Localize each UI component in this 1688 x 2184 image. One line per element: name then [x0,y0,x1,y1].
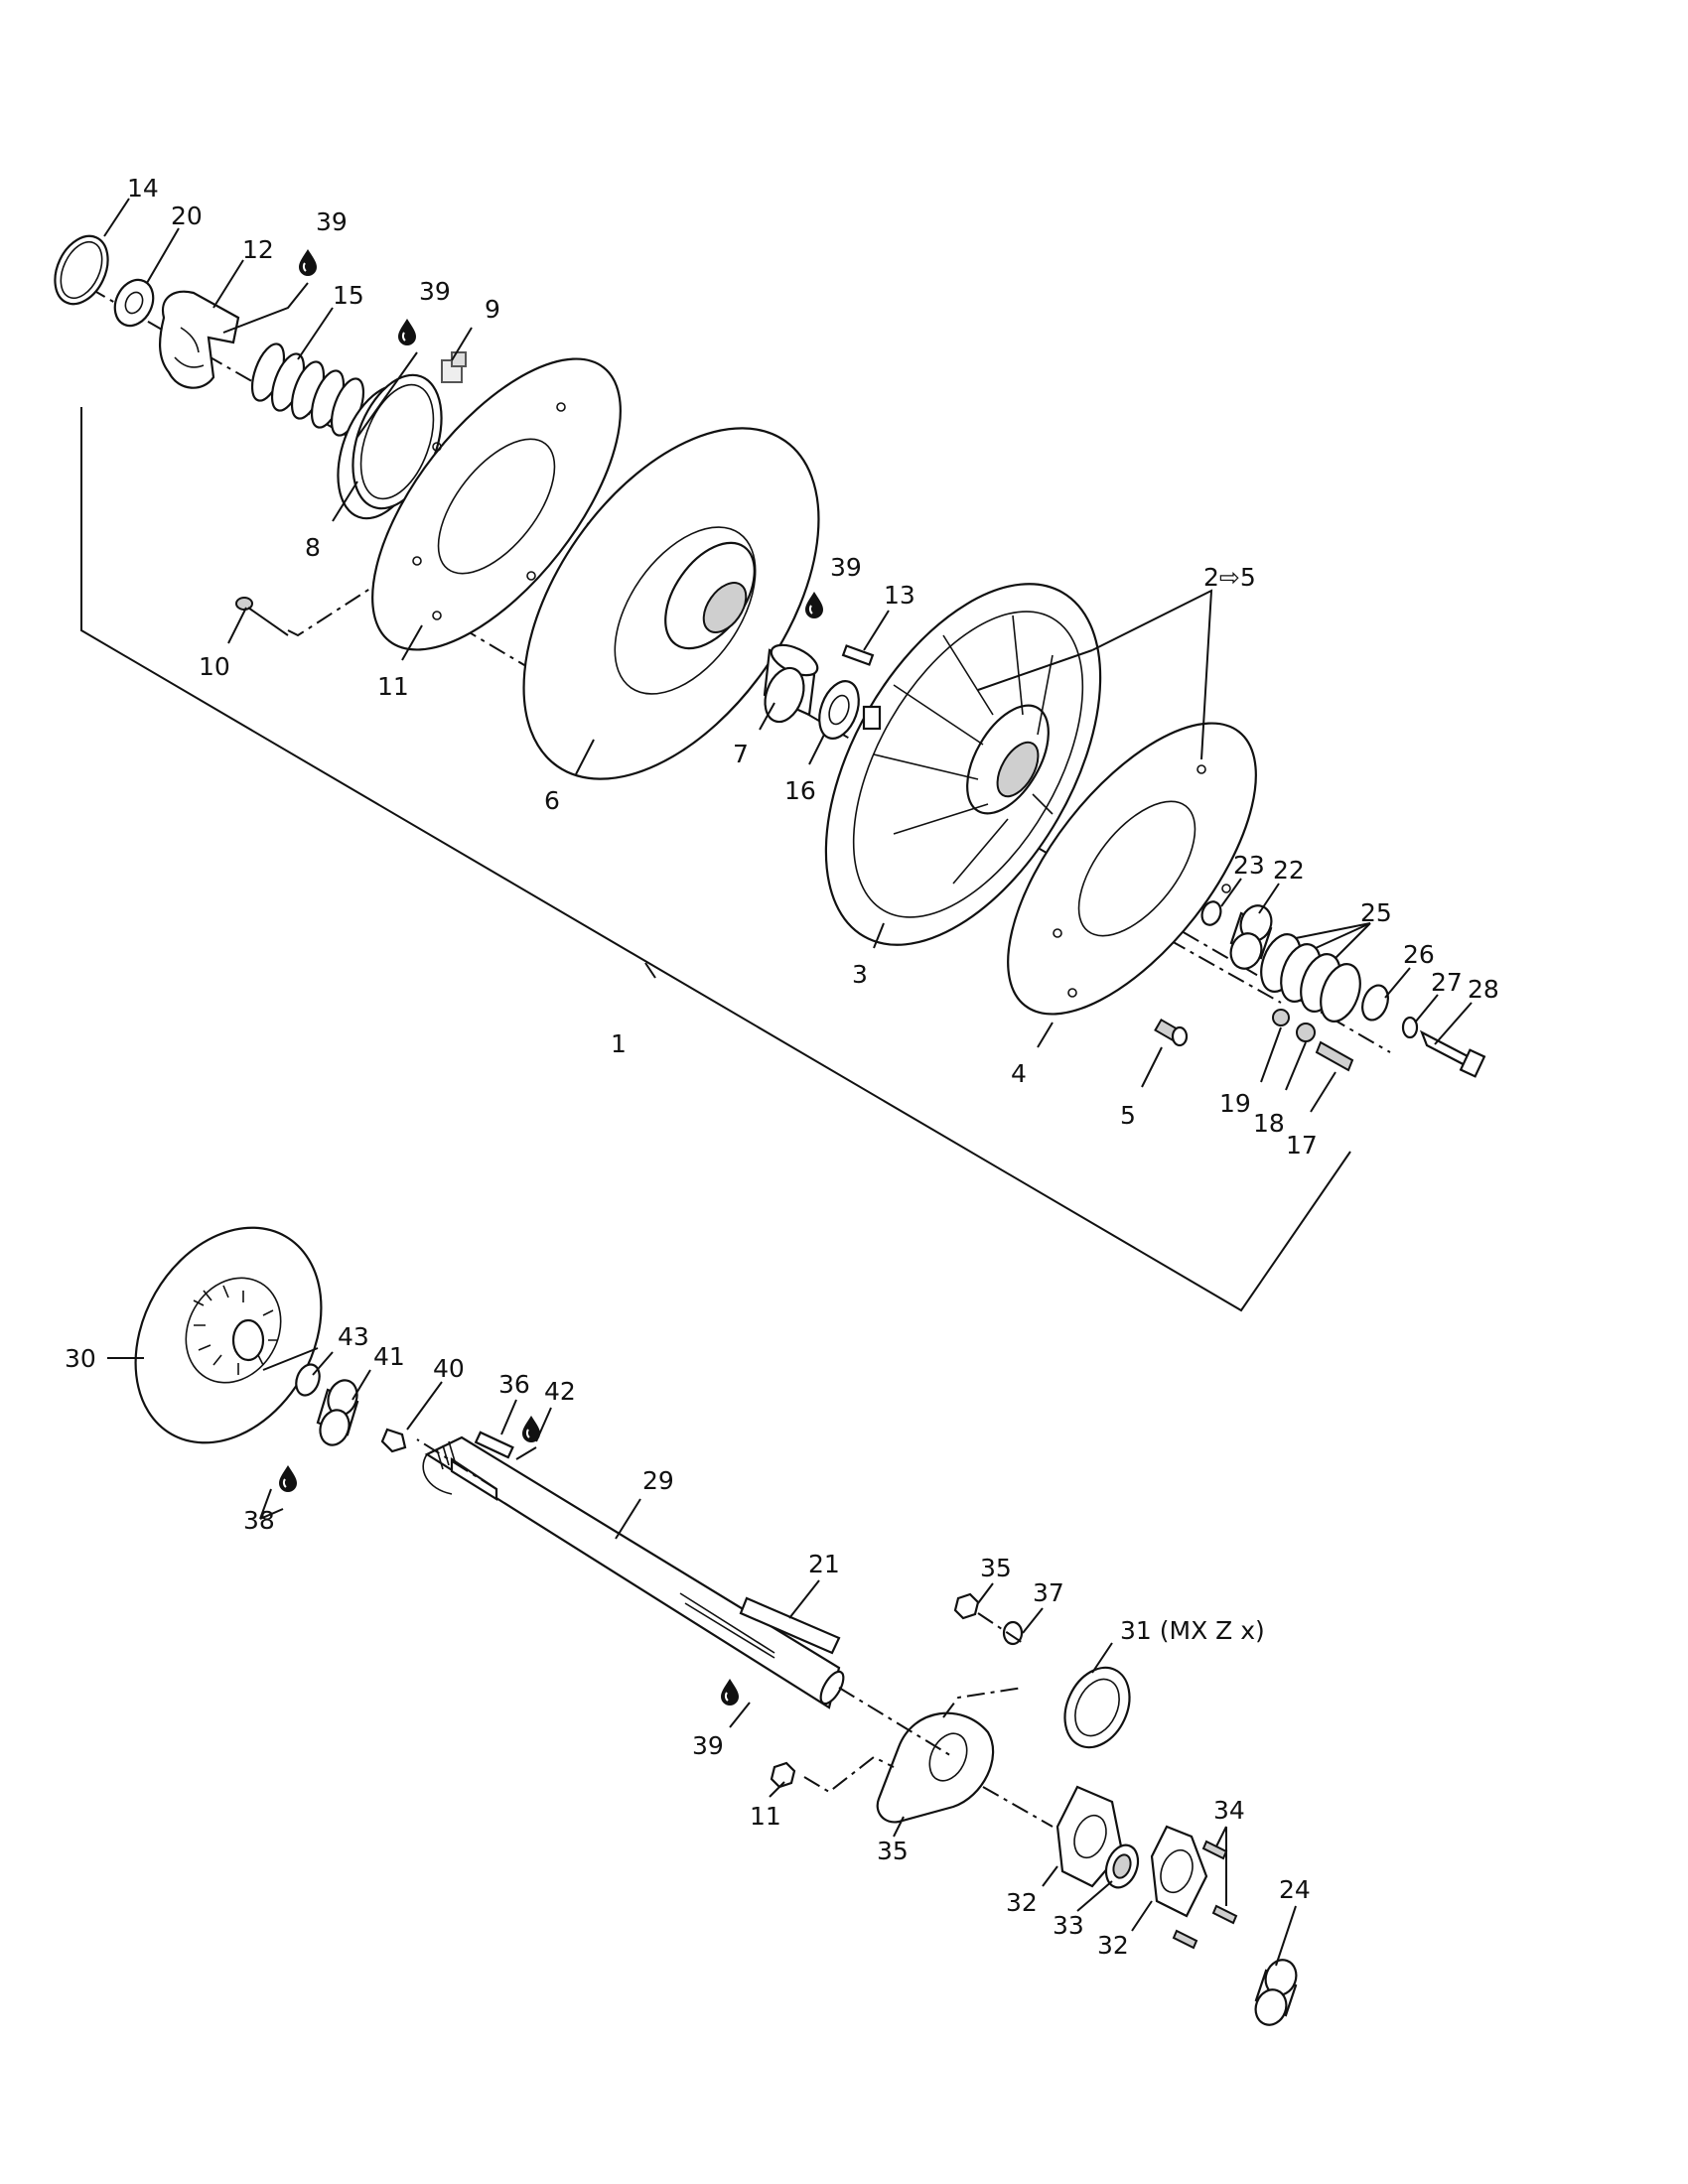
fixed-sheave-part [824,583,1102,946]
callout-24: 24 [1279,1875,1311,1904]
upper-leader-lines [103,198,1473,1113]
callout-28: 28 [1468,975,1499,1004]
screw-part-10 [235,597,289,636]
lower-leader-lines [107,1347,1297,1967]
callout-25: 25 [1360,898,1392,927]
bolts-part-34 [1172,1840,1238,1950]
lubricant-drop-icon [298,248,318,277]
callout-5: 5 [1120,1101,1136,1130]
callout-35-lower: 35 [877,1837,909,1865]
shim-set-part-25 [1260,933,1361,1023]
spring-part [250,342,365,437]
callout-39: 39 [692,1731,724,1760]
callout-3: 3 [852,960,868,989]
callout-12: 12 [242,235,274,264]
flange-part-32a [1055,1785,1124,1888]
callout-40: 40 [433,1354,465,1383]
lubricant-drop-icon [720,1678,740,1706]
callout-32: 32 [1097,1931,1129,1960]
callout-20: 20 [171,202,203,230]
clutch-disc-part [134,1226,323,1444]
washer-part-16 [818,680,860,740]
shaft-part [422,1435,845,1709]
callout-2-to-5: 2⇨5 [1203,563,1256,592]
callout-labels: 14 20 12 39 15 39 9 8 10 11 6 7 16 39 13… [65,174,1499,1960]
small-parts-17-19 [1272,1009,1354,1072]
nut-part-35 [953,1592,980,1620]
lubricant-drop-icon [804,591,824,619]
callout-29: 29 [642,1466,674,1495]
callout-35: 35 [980,1554,1012,1582]
callout-26: 26 [1403,940,1435,969]
callout-19: 19 [1219,1089,1251,1118]
washer-part-27 [1401,1016,1419,1039]
callout-34: 34 [1213,1796,1245,1825]
callout-13: 13 [884,581,915,610]
cam-part [159,290,240,389]
sliding-sheave-part [522,427,820,780]
callout-39: 39 [419,277,451,306]
callout-1: 1 [611,1029,627,1058]
cover-plate-part [371,357,622,651]
callout-16: 16 [784,776,816,805]
fitting-part-40 [380,1428,407,1453]
lower-center-axis [416,1438,1054,1828]
callout-31: 31 (MX Z x) [1120,1616,1265,1645]
callout-17: 17 [1286,1131,1318,1160]
flange-part-32b [1150,1825,1208,1918]
callout-11-lower: 11 [750,1802,781,1831]
callout-36: 36 [498,1370,530,1399]
key-part-21 [739,1596,841,1655]
callout-39: 39 [316,207,348,236]
washer-part-20 [113,278,155,328]
callout-33: 33 [1053,1911,1084,1940]
roller-part-22 [1229,904,1273,970]
callout-39: 39 [830,553,862,582]
callout-22: 22 [1273,856,1305,885]
bracket-plate-part-35 [876,1711,995,1824]
callout-7: 7 [733,740,749,768]
back-plate-part [1007,722,1257,1016]
callout-18: 18 [1253,1109,1285,1138]
callout-42: 42 [544,1377,576,1406]
washer-part-23 [1200,900,1222,926]
bushing-part-41 [316,1379,359,1446]
lubricant-drop-icon [278,1464,298,1493]
washer-part-26 [1361,984,1389,1022]
callout-27: 27 [1431,968,1463,997]
circlip-ring-part [54,234,109,306]
callout-15: 15 [333,281,364,310]
callout-38: 38 [243,1506,275,1535]
key-part-36 [474,1431,514,1459]
nut-part-11 [770,1761,796,1789]
callout-21: 21 [808,1550,840,1578]
bushing-part-24 [1254,1959,1298,2026]
callout-11: 11 [377,672,409,701]
assembly-bracket [80,407,1351,1312]
bearing-part-33 [1104,1843,1140,1889]
seal-ring-part-31 [1063,1666,1131,1749]
lubricant-drop-icon [397,318,417,346]
callout-6: 6 [544,786,560,815]
callout-10: 10 [199,652,230,681]
o-ring-part-43 [295,1363,321,1397]
callout-32: 32 [1006,1888,1038,1917]
callout-37: 37 [1033,1578,1064,1607]
callout-41: 41 [373,1342,405,1371]
screw-part-5 [1154,1018,1189,1047]
callout-43: 43 [338,1322,369,1351]
bolt-part-28 [1419,1029,1486,1078]
bushing-part-7 [763,643,819,724]
callout-9: 9 [485,295,500,324]
reference-box-icon [441,351,467,383]
callout-23: 23 [1233,851,1265,880]
key-part-13 [841,644,875,666]
callout-14: 14 [127,174,159,203]
callout-30: 30 [65,1344,96,1373]
callout-8: 8 [305,533,321,562]
callout-4: 4 [1011,1059,1027,1088]
